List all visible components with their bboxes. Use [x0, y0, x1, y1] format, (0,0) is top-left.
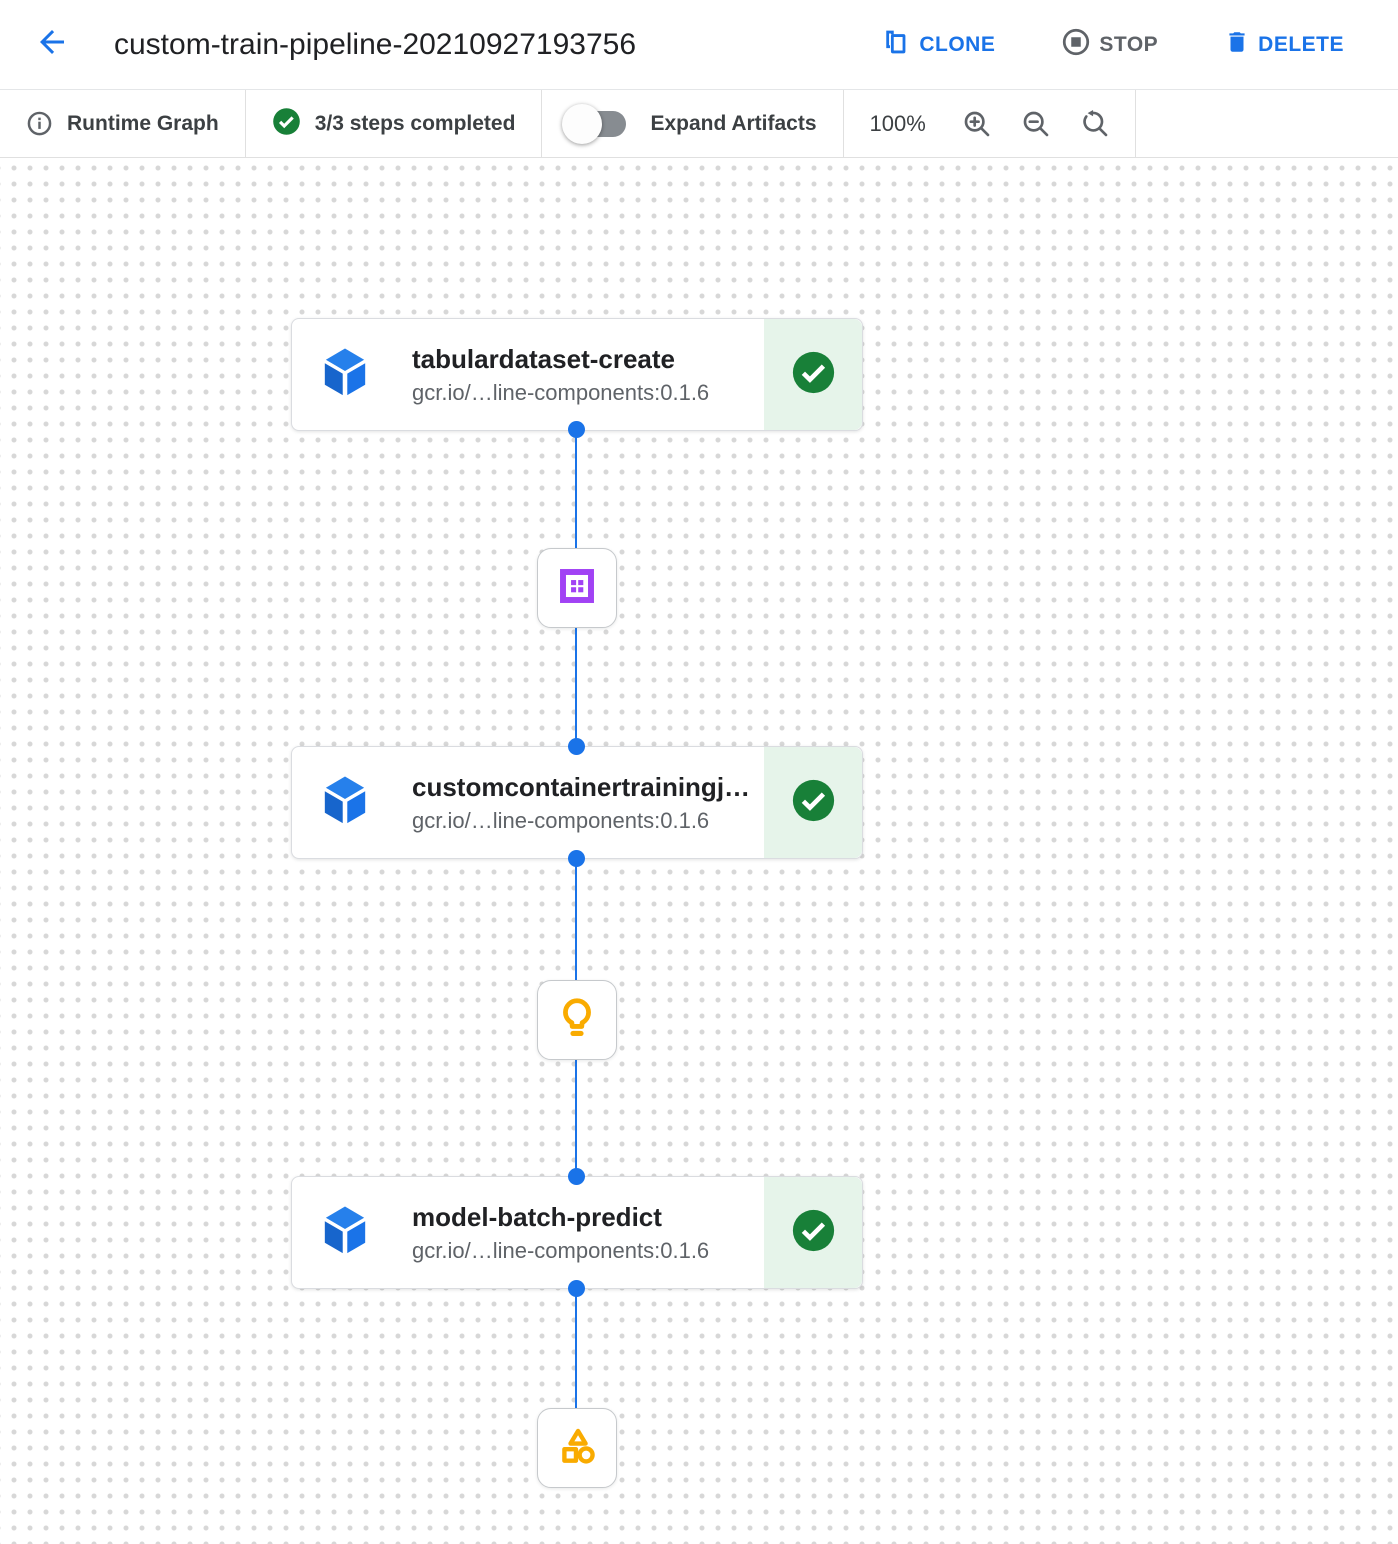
expand-artifacts-label: Expand Artifacts	[650, 111, 817, 135]
component-cube-icon	[320, 346, 370, 403]
artifact-node-model[interactable]	[537, 980, 617, 1060]
runtime-graph-group: Runtime Graph	[0, 90, 245, 157]
node-status-zone	[764, 319, 862, 430]
stop-icon	[1061, 27, 1091, 63]
expand-artifacts-group: Expand Artifacts	[542, 90, 842, 157]
connector-dot	[568, 421, 585, 438]
page-title: custom-train-pipeline-20210927193756	[114, 27, 637, 61]
connector-dot	[568, 1280, 585, 1297]
divider	[244, 90, 246, 157]
node-title: model-batch-predict	[412, 1201, 662, 1232]
pipeline-graph-canvas[interactable]: tabulardataset-create gcr.io/…line-compo…	[0, 158, 1398, 1544]
divider	[1134, 90, 1136, 157]
back-arrow-icon	[34, 24, 70, 65]
expand-artifacts-toggle[interactable]	[562, 103, 627, 144]
status-check-icon	[791, 778, 836, 828]
pipeline-node-model-batch-predict[interactable]: model-batch-predict gcr.io/…line-compone…	[291, 1176, 863, 1289]
zoom-in-icon[interactable]	[962, 109, 991, 138]
connector-dot	[568, 850, 585, 867]
component-cube-icon	[320, 774, 370, 831]
zoom-controls-group: 100%	[844, 90, 1135, 157]
back-button[interactable]	[30, 23, 74, 67]
node-title: tabulardataset-create	[412, 343, 675, 374]
node-status-zone	[764, 1177, 862, 1288]
clone-icon	[883, 28, 911, 62]
dataset-icon	[556, 565, 598, 612]
header-actions: CLONE STOP DELETE	[883, 27, 1344, 63]
steps-status-group: 3/3 steps completed	[246, 90, 542, 157]
divider	[842, 90, 844, 157]
status-check-icon	[791, 1208, 836, 1258]
artifact-node-dataset[interactable]	[537, 548, 617, 628]
edge-node3-artifact3	[575, 1288, 577, 1410]
check-circle-icon	[272, 107, 301, 141]
zoom-reset-icon[interactable]	[1080, 109, 1109, 138]
toggle-knob	[562, 103, 603, 144]
node-subtitle: gcr.io/…line-components:0.1.6	[412, 379, 710, 405]
component-cube-icon	[320, 1204, 370, 1261]
stop-button[interactable]: STOP	[1061, 27, 1158, 63]
view-label: Runtime Graph	[67, 111, 219, 135]
zoom-out-icon[interactable]	[1021, 109, 1050, 138]
clone-button[interactable]: CLONE	[883, 28, 995, 62]
pipeline-node-customcontainertrainingjob[interactable]: customcontainertrainingj… gcr.io/…line-c…	[291, 746, 863, 859]
artifact-icon	[556, 1425, 598, 1472]
info-icon[interactable]	[26, 110, 53, 137]
zoom-level: 100%	[869, 110, 926, 136]
graph-toolbar: Runtime Graph 3/3 steps completed Expand…	[0, 90, 1398, 158]
node-subtitle: gcr.io/…line-components:0.1.6	[412, 807, 710, 833]
node-title: customcontainertrainingj…	[412, 771, 751, 802]
header: custom-train-pipeline-20210927193756 CLO…	[0, 0, 1398, 90]
delete-icon	[1224, 28, 1250, 62]
connector-dot	[568, 738, 585, 755]
connector-dot	[568, 1168, 585, 1185]
node-status-zone	[764, 747, 862, 858]
model-icon	[555, 996, 599, 1045]
delete-button[interactable]: DELETE	[1224, 28, 1344, 62]
node-subtitle: gcr.io/…line-components:0.1.6	[412, 1237, 710, 1263]
status-check-icon	[791, 350, 836, 400]
divider	[541, 90, 543, 157]
steps-completed-label: 3/3 steps completed	[314, 111, 516, 135]
pipeline-node-tabulardataset-create[interactable]: tabulardataset-create gcr.io/…line-compo…	[291, 318, 863, 431]
artifact-node-artifact[interactable]	[537, 1408, 617, 1488]
